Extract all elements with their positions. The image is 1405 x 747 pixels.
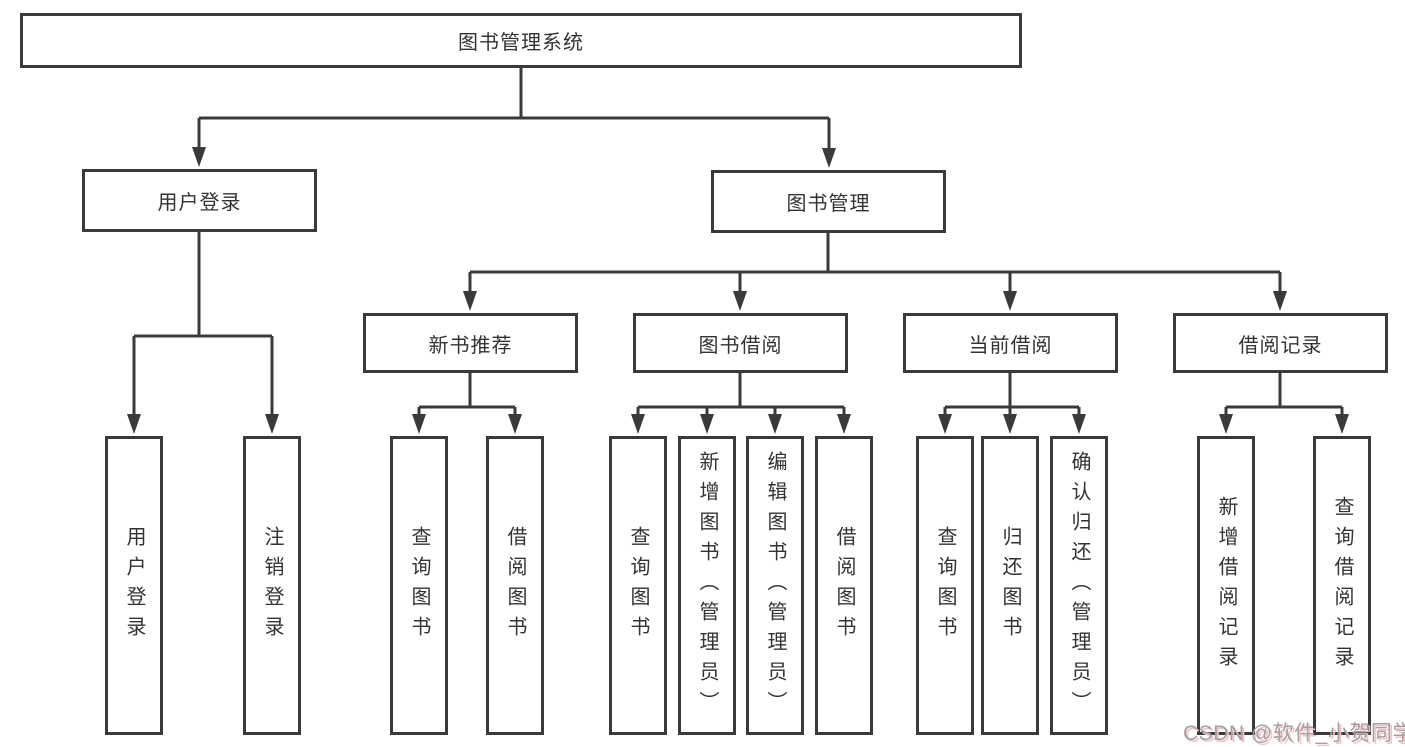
node-new-book-recommend: 新书推荐 xyxy=(363,313,578,373)
node-borrow-record: 借阅记录 xyxy=(1173,313,1388,373)
leaf-query-books-borrow: 查询图书 xyxy=(609,436,667,735)
leaf-query-books-current: 查询图书 xyxy=(916,436,974,735)
node-user-login: 用户登录 xyxy=(82,169,317,232)
leaf-borrow-books: 借阅图书 xyxy=(815,436,873,735)
leaf-user-login: 用户登录 xyxy=(105,436,163,735)
node-book-borrow: 图书借阅 xyxy=(633,313,848,373)
leaf-logout: 注销登录 xyxy=(243,436,301,735)
leaf-query-borrow-record: 查询借阅记录 xyxy=(1313,436,1371,735)
leaf-add-borrow-record: 新增借阅记录 xyxy=(1197,436,1255,735)
leaf-borrow-books-recommend: 借阅图书 xyxy=(486,436,544,735)
csdn-watermark: CSDN @软件_小贺同学 xyxy=(1183,722,1405,745)
leaf-edit-books-admin: 编辑图书（管理员） xyxy=(746,436,804,735)
leaf-query-books-recommend: 查询图书 xyxy=(390,436,448,735)
tree-edges xyxy=(132,68,1344,416)
leaf-confirm-return-admin: 确认归还（管理员） xyxy=(1050,436,1108,735)
leaf-return-books: 归还图书 xyxy=(981,436,1039,735)
leaf-add-books-admin: 新增图书（管理员） xyxy=(678,436,736,735)
node-book-management: 图书管理 xyxy=(711,170,946,233)
arrowheads xyxy=(127,147,1349,434)
node-library-management-system: 图书管理系统 xyxy=(20,13,1022,68)
node-current-borrow: 当前借阅 xyxy=(903,313,1118,373)
